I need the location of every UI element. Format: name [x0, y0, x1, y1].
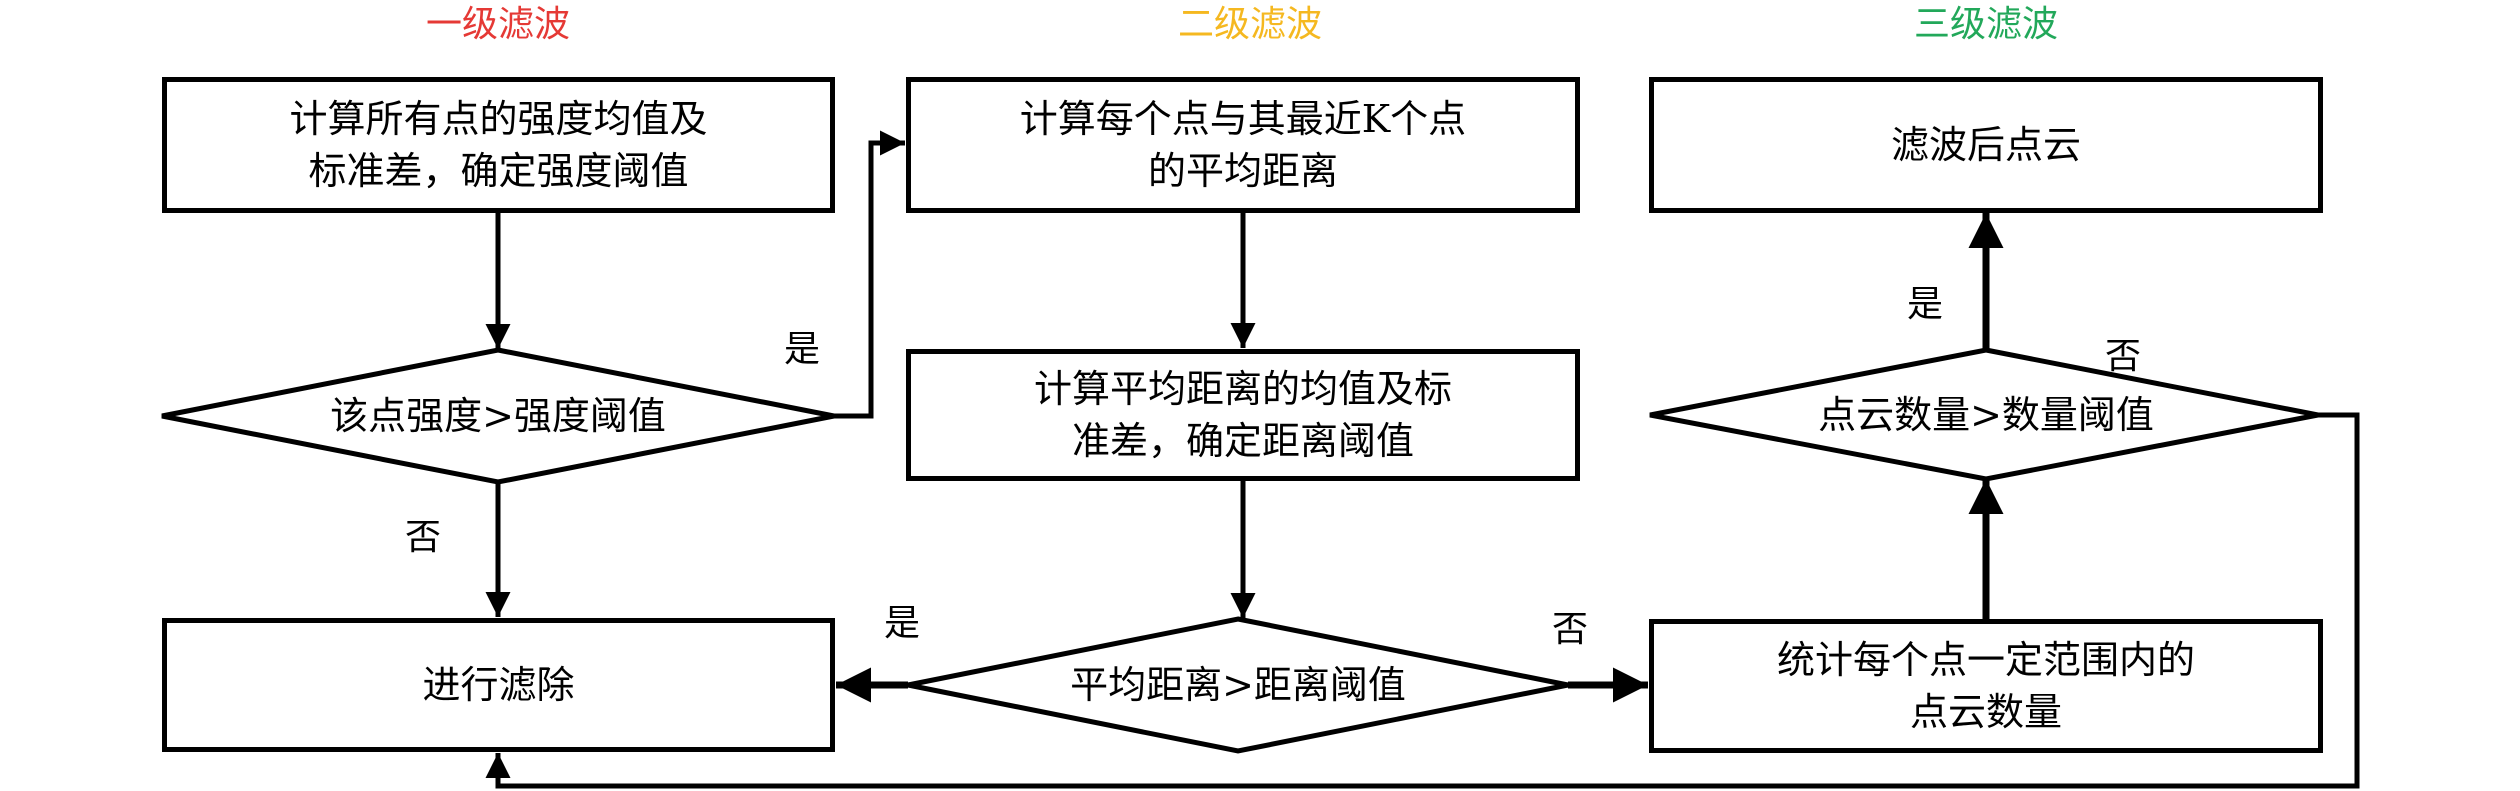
count-decision-text: 点云数量>数量阈值	[1818, 393, 2154, 437]
remove-text: 进行滤除	[422, 663, 575, 707]
filtered-cloud-box: 滤波后点云	[1649, 77, 2323, 213]
arrow-count-no-loop	[485, 412, 2360, 789]
compute-intensity-box: 计算所有点的强度均值及 标准差，确定强度阈值	[162, 77, 835, 213]
compute-intensity-line2: 标准差，确定强度阈值	[308, 149, 689, 193]
edge-label-intensity-no: 否	[404, 517, 441, 558]
arrow-intensity-yes	[834, 130, 905, 419]
count-points-box: 统计每个点一定范围内的 点云数量	[1649, 619, 2323, 753]
compute-knn-box: 计算每个点与其最近K个点 的平均距离	[906, 77, 1580, 213]
intensity-decision-text: 该点强度>强度阈值	[330, 394, 666, 438]
filtered-cloud-text: 滤波后点云	[1890, 123, 2081, 167]
count-points-line1: 统计每个点一定范围内的	[1776, 638, 2195, 682]
stage-title-3: 三级滤波	[1913, 4, 2058, 45]
compute-knn-line2: 的平均距离	[1147, 149, 1338, 193]
compute-knn-line1: 计算每个点与其最近K个点	[1019, 97, 1467, 141]
compute-distance-line1: 计算平均距离的均值及标	[1033, 367, 1452, 411]
stage-title-1: 一级滤波	[425, 4, 570, 45]
stage-title-2: 二级滤波	[1177, 4, 1322, 45]
distance-decision-diamond	[907, 616, 1569, 754]
distance-decision-text: 平均距离>距离阈值	[1070, 663, 1406, 707]
edge-label-count-no: 否	[2104, 336, 2141, 377]
count-points-line2: 点云数量	[1909, 690, 2062, 734]
compute-intensity-line1: 计算所有点的强度均值及	[289, 97, 708, 141]
edge-label-intensity-yes: 是	[783, 329, 820, 370]
compute-distance-line2: 准差，确定距离阈值	[1071, 419, 1414, 463]
edge-label-count-yes: 是	[1906, 284, 1943, 325]
count-decision-diamond	[1649, 347, 2319, 482]
edge-label-distance-yes: 是	[883, 603, 920, 644]
edge-label-distance-no: 否	[1551, 609, 1588, 650]
compute-distance-box: 计算平均距离的均值及标 准差，确定距离阈值	[906, 349, 1580, 481]
remove-box: 进行滤除	[162, 618, 835, 752]
